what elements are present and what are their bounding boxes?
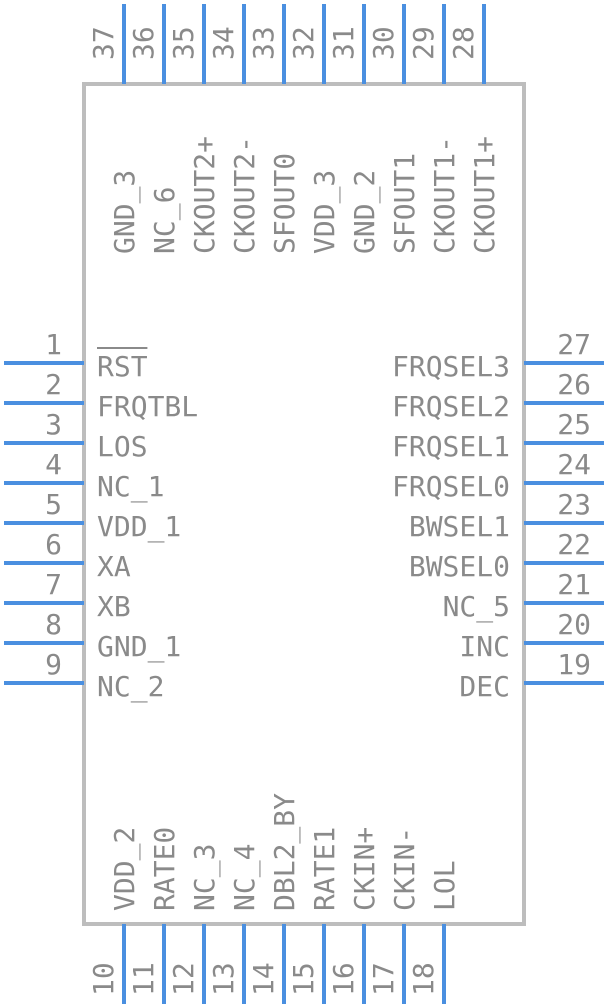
pin-label: SFOUT0 [268,153,301,254]
pin-label: DBL2_BY [268,793,302,911]
pin-label: GND_3 [108,170,142,254]
pin-number: 1 [45,328,62,361]
pin-label: CKOUT2+ [188,136,221,254]
pin-number: 36 [127,26,160,60]
pins-layer: 1RST2FRQTBL3LOS4NC_15VDD_16XA7XB8GND_19N… [4,4,604,1004]
pin-number: 37 [87,26,120,60]
pin-label: CKOUT1- [428,136,461,254]
pin-number: 10 [87,962,120,996]
pin-label: VDD_2 [108,827,142,911]
pin-label: XB [97,590,131,623]
pin-number: 28 [447,26,480,60]
pin-label: INC [459,630,510,663]
pin-number: 32 [287,26,320,60]
pin-label: XA [97,550,131,583]
pin-number: 27 [557,328,591,361]
pin-number: 22 [557,528,591,561]
pin-label: GND_2 [348,170,382,254]
pin-label: BWSEL1 [409,510,510,543]
pin-number: 8 [45,608,62,641]
pin-number: 7 [45,568,62,601]
pin-label: FRQSEL0 [392,470,510,503]
pin-label: FRQSEL2 [392,390,510,423]
pin-number: 13 [207,962,240,996]
pin-number: 14 [247,962,280,996]
pin-number: 18 [407,962,440,996]
pin-number: 26 [557,368,591,401]
pin-label: NC_4 [228,844,262,911]
pin-number: 17 [367,962,400,996]
pin-label: LOL [428,860,461,911]
pin-number: 35 [167,26,200,60]
pin-number: 20 [557,608,591,641]
pin-label: FRQSEL3 [392,350,510,383]
pin-label: SFOUT1 [388,153,421,254]
pin-number: 19 [557,648,591,681]
pin-number: 31 [327,26,360,60]
pin-number: 4 [45,448,62,481]
pin-number: 16 [327,962,360,996]
pin-number: 24 [557,448,591,481]
pin-number: 12 [167,962,200,996]
pin-number: 9 [45,648,62,681]
pin-label: CKIN- [388,827,421,911]
pin-number: 29 [407,26,440,60]
pin-label: GND_1 [97,630,181,664]
pin-number: 23 [557,488,591,521]
pin-label: NC_3 [188,844,222,911]
pin-label: RST [97,350,148,383]
pin-label: FRQTBL [97,390,198,423]
pin-number: 2 [45,368,62,401]
pin-number: 11 [127,962,160,996]
pin-label: NC_6 [148,187,182,254]
pin-number: 5 [45,488,62,521]
pin-number: 25 [557,408,591,441]
pin-number: 33 [247,26,280,60]
pin-label: VDD_1 [97,510,181,544]
pin-number: 15 [287,962,320,996]
pin-label: NC_1 [97,470,164,504]
pin-number: 21 [557,568,591,601]
pin-label: VDD_3 [308,170,342,254]
pin-number: 3 [45,408,62,441]
pin-label: FRQSEL1 [392,430,510,463]
pin-label: NC_2 [97,670,164,704]
pin-label: CKOUT2- [228,136,261,254]
pin-label: LOS [97,430,148,463]
pin-label: RATE1 [308,827,341,911]
pin-label: RATE0 [148,827,181,911]
pin-number: 34 [207,26,240,60]
pin-label: BWSEL0 [409,550,510,583]
pin-number: 30 [367,26,400,60]
pin-number: 6 [45,528,62,561]
ic-body [82,82,526,926]
pin-label: CKIN+ [348,827,381,911]
pin-label: CKOUT1+ [468,136,501,254]
pin-label: DEC [459,670,510,703]
pin-label: NC_5 [443,590,510,624]
